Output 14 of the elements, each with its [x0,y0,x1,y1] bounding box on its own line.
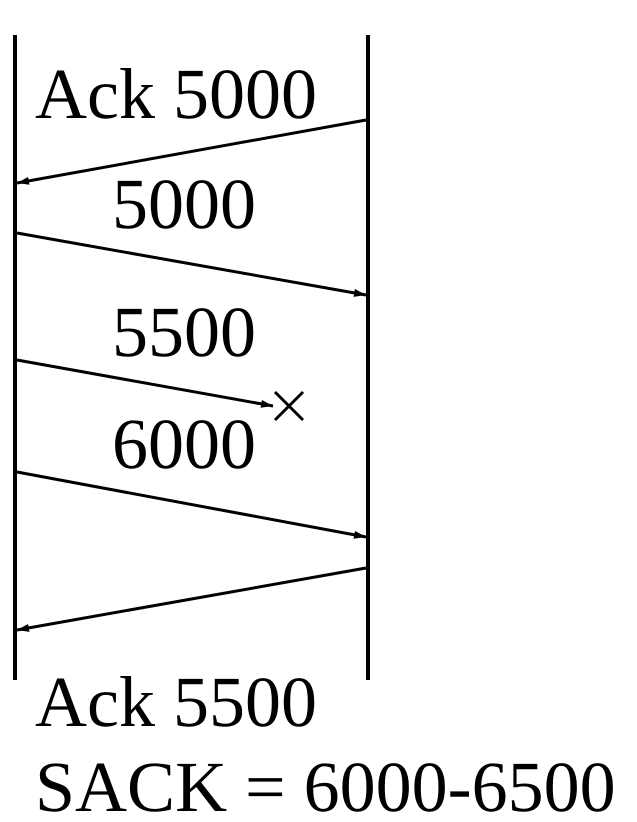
sack-note: SACK = 6000-6500 [35,751,616,822]
arrow [16,232,366,297]
lifeline [13,35,17,680]
edge-label: 5000 [112,168,256,240]
arrow [16,118,366,185]
ack-note: Ack 5500 [35,666,317,738]
edge-label: 6000 [112,408,256,480]
arrow [16,358,274,408]
arrow [16,566,366,632]
lost-packet-cross [273,390,305,422]
arrow [16,470,366,539]
lifeline [366,35,370,680]
edge-label: Ack 5000 [35,58,317,130]
edge-label: 5500 [112,296,256,368]
